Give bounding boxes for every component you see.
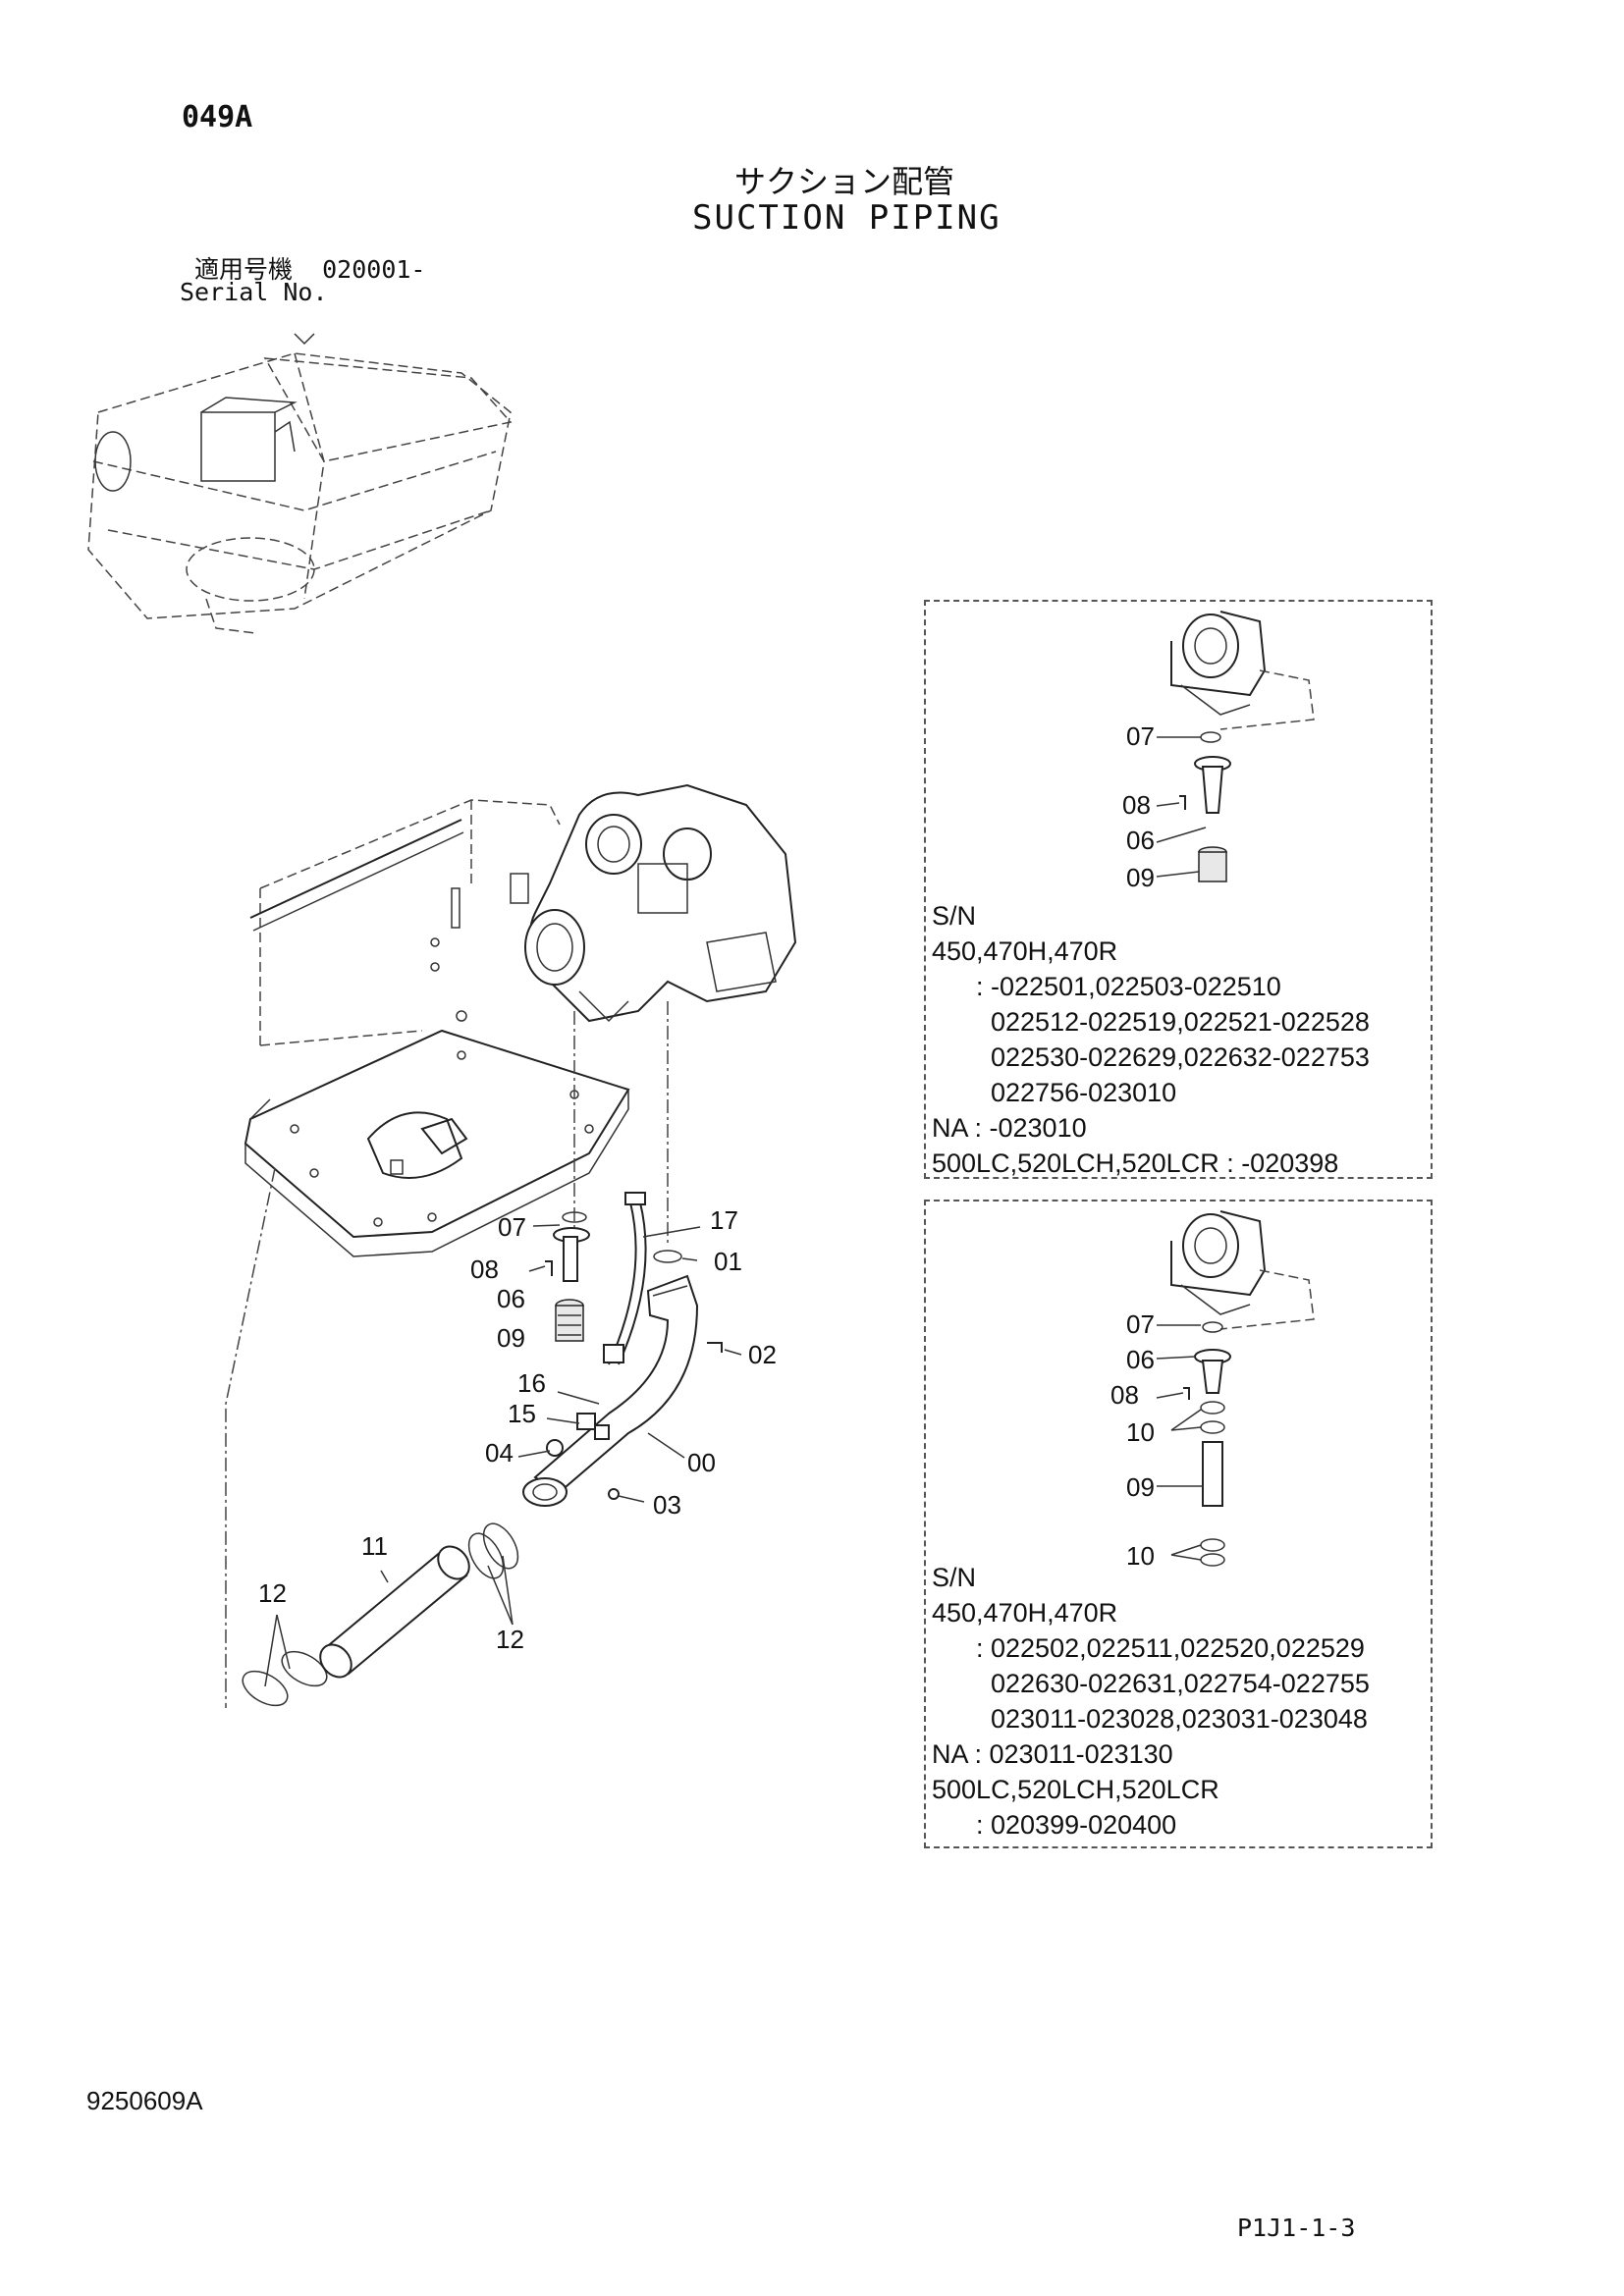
- callout-04: 04: [485, 1438, 514, 1468]
- box1-callout-08: 08: [1122, 790, 1151, 820]
- box1-callout-07: 07: [1126, 721, 1155, 751]
- box1-line: : -022501,022503-022510: [932, 972, 1281, 1001]
- page-id: P1J1-1-3: [1237, 2214, 1356, 2242]
- box2-callout-08: 08: [1110, 1380, 1139, 1410]
- callout-08: 08: [470, 1255, 499, 1284]
- title-japanese: サクション配管: [734, 163, 955, 200]
- variant-2-sketch: [1156, 1210, 1315, 1567]
- box1-line: 022512-022519,022521-022528: [932, 1007, 1370, 1037]
- box2-callout-10-upper: 10: [1126, 1417, 1155, 1447]
- box2-line: S/N: [932, 1563, 977, 1592]
- hydraulic-tank-frame: [244, 799, 630, 1257]
- hydraulic-pump-assembly: [524, 783, 797, 1023]
- box2-line: 023011-023028,023031-023048: [932, 1704, 1368, 1734]
- serial-variant-box-1: 07 08 06 09 S/N 450,470H,470R : -022501,…: [924, 600, 1433, 1179]
- box1-line: 450,470H,470R: [932, 936, 1118, 966]
- serial-variant-box-2: 07 06 08 10 09 10 S/N 450,470H,470R : 02…: [924, 1200, 1433, 1848]
- page-title: SUCTION PIPING: [692, 198, 1001, 238]
- callout-12-right: 12: [496, 1625, 524, 1654]
- exploded-parts: [242, 1192, 723, 1707]
- callout-15: 15: [508, 1399, 536, 1428]
- box1-line: 022530-022629,022632-022753: [932, 1042, 1370, 1072]
- serial-label-jp: 適用号機: [194, 255, 294, 284]
- box2-callout-10-lower: 10: [1126, 1541, 1155, 1571]
- callout-07: 07: [498, 1212, 526, 1242]
- callout-06: 06: [497, 1284, 525, 1313]
- serial-range-jp: 適用号機 020001-: [194, 250, 425, 286]
- callout-16: 16: [517, 1368, 546, 1398]
- box1-line: S/N: [932, 901, 977, 931]
- serial-label-en: Serial No.: [180, 278, 328, 306]
- serial-value: 020001-: [322, 255, 426, 284]
- page-code: 049A: [182, 100, 253, 134]
- box1-callout-06: 06: [1126, 826, 1155, 855]
- leader-lines: [264, 1224, 742, 1687]
- alignment-lines: [225, 1001, 669, 1708]
- box2-line: 500LC,520LCH,520LCR: [932, 1775, 1219, 1804]
- box2-line: 450,470H,470R: [932, 1598, 1118, 1628]
- box1-line: 500LC,520LCH,520LCR : -020398: [932, 1148, 1339, 1178]
- box1-line: 022756-023010: [932, 1078, 1177, 1107]
- machine-overview-sketch: [87, 333, 513, 634]
- callout-17: 17: [710, 1205, 738, 1235]
- callout-03: 03: [653, 1490, 681, 1520]
- box2-callout-09: 09: [1126, 1472, 1155, 1502]
- callout-01: 01: [714, 1247, 742, 1276]
- box2-line: : 020399-020400: [932, 1810, 1177, 1840]
- box2-line: 022630-022631,022754-022755: [932, 1669, 1370, 1698]
- callout-02: 02: [748, 1340, 777, 1369]
- box2-callout-06: 06: [1126, 1345, 1155, 1374]
- box2-serial-text: S/N 450,470H,470R : 022502,022511,022520…: [932, 1560, 1370, 1842]
- document-code: 9250609A: [86, 2086, 203, 2115]
- callout-00: 00: [687, 1448, 716, 1477]
- box2-callout-07: 07: [1126, 1309, 1155, 1339]
- box1-line: NA : -023010: [932, 1113, 1087, 1143]
- variant-1-sketch: [1156, 611, 1315, 882]
- box1-callout-09: 09: [1126, 863, 1155, 892]
- box2-line: : 022502,022511,022520,022529: [932, 1633, 1365, 1663]
- callout-12-left: 12: [258, 1578, 287, 1608]
- box1-serial-text: S/N 450,470H,470R : -022501,022503-02251…: [932, 898, 1370, 1181]
- box2-line: NA : 023011-023130: [932, 1739, 1173, 1769]
- callout-11: 11: [361, 1531, 388, 1561]
- callout-09: 09: [497, 1323, 525, 1353]
